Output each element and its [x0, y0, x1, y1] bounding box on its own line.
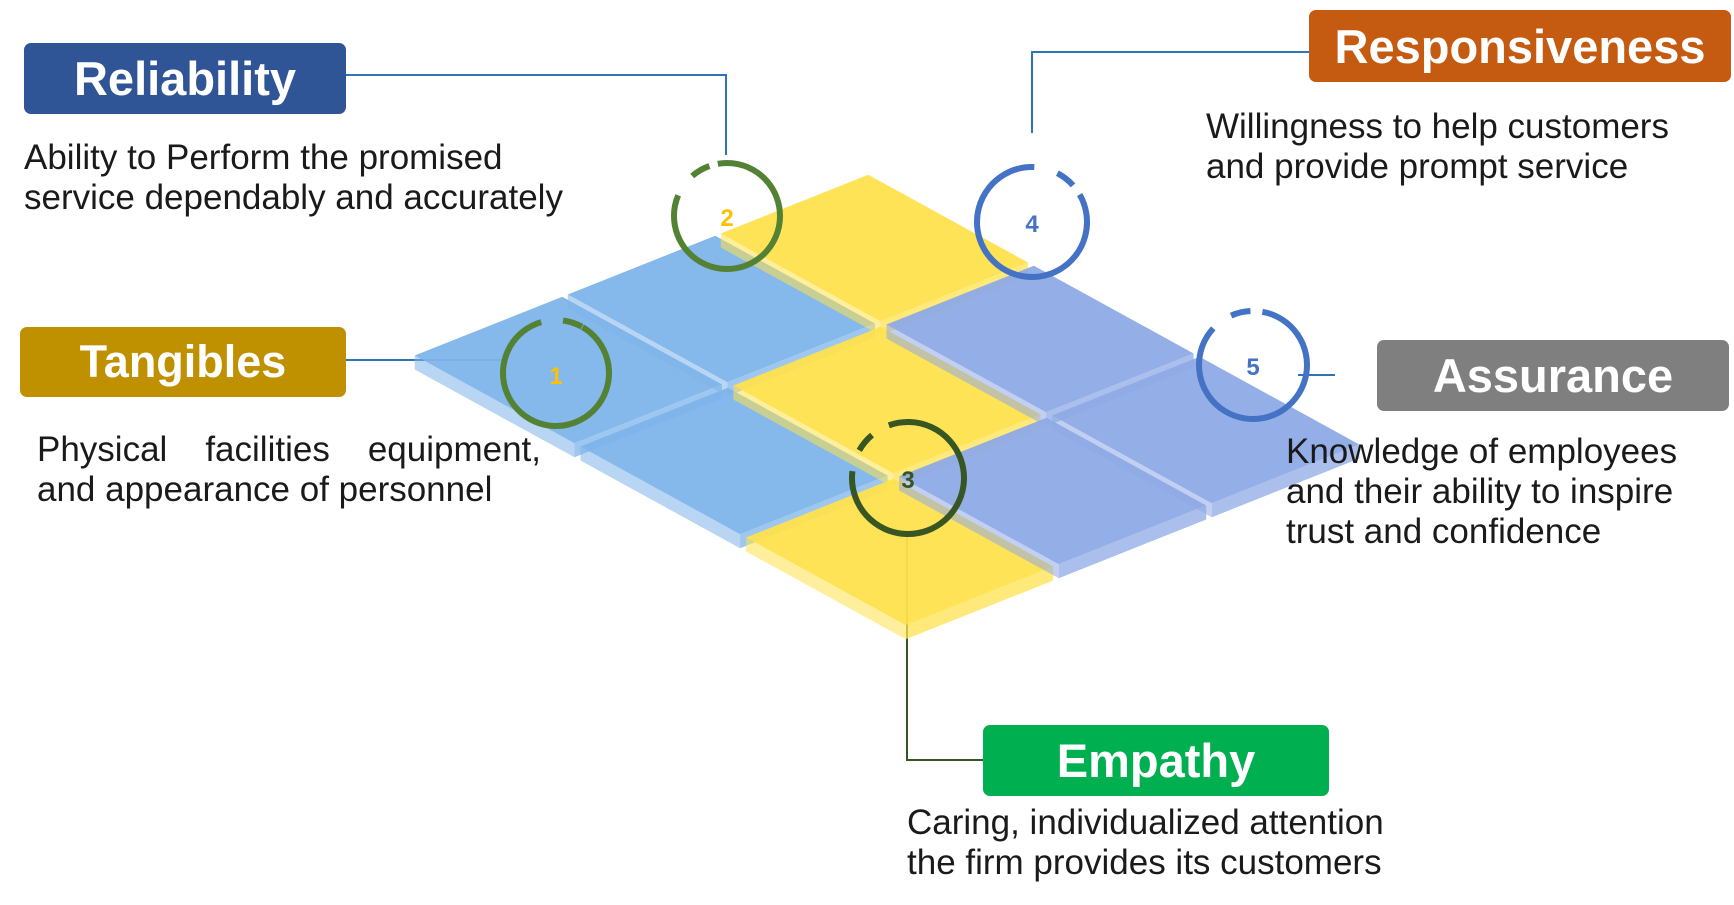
reliability-number: 2: [720, 205, 733, 232]
empathy-number: 3: [901, 467, 914, 494]
tile-side: [1211, 444, 1360, 518]
responsiveness-description-line: Willingness to help customers: [1206, 107, 1669, 146]
tangibles-description-line: Physical facilities equipment,: [37, 430, 541, 469]
tile-side: [899, 476, 1059, 579]
tile: [720, 174, 1028, 322]
assurance-description: Knowledge of employees and their ability…: [1286, 432, 1677, 552]
empathy-ring: 3: [849, 419, 967, 537]
responsiveness-number: 4: [1025, 211, 1039, 238]
tangibles-ring: 1: [500, 317, 612, 429]
tile-side: [886, 324, 1047, 427]
assurance-number: 5: [1246, 354, 1259, 381]
tangibles-description: Physical facilities equipment, and appea…: [37, 430, 541, 510]
assurance-title: Assurance: [1377, 340, 1729, 411]
tangibles-description-line: and appearance of personnel: [37, 470, 493, 509]
assurance-description-line: trust and confidence: [1286, 512, 1602, 551]
reliability-description-line: Ability to Perform the promised: [24, 138, 503, 177]
tile-side: [567, 294, 728, 397]
tile-grid: [414, 174, 1360, 640]
tile-side: [733, 385, 894, 488]
empathy-description: Caring, individualized attention the fir…: [907, 803, 1384, 883]
tile: [746, 478, 1054, 626]
empathy-title: Empathy: [983, 725, 1329, 796]
tile: [580, 387, 888, 535]
tile-side: [414, 355, 575, 458]
tile-side: [580, 446, 741, 549]
tile: [1052, 356, 1360, 504]
tile: [567, 235, 875, 383]
responsiveness-connector: [1031, 51, 1310, 133]
tile-side: [1052, 415, 1212, 518]
tile: [899, 417, 1207, 565]
reliability-description-line: service dependably and accurately: [24, 178, 563, 217]
reliability-connector: [345, 74, 727, 155]
tile-side: [1058, 505, 1207, 579]
tile-side: [905, 566, 1054, 640]
tangibles-title: Tangibles: [20, 327, 346, 397]
tile: [886, 265, 1194, 413]
reliability-title: Reliability: [24, 43, 346, 114]
responsiveness-title: Responsiveness: [1309, 10, 1731, 82]
empathy-description-line: the firm provides its customers: [907, 843, 1382, 882]
responsiveness-description: Willingness to help customers and provid…: [1206, 107, 1669, 187]
tile-side: [746, 537, 906, 640]
reliability-description: Ability to Perform the promised service …: [24, 138, 563, 218]
tangibles-number: 1: [549, 363, 562, 390]
assurance-description-line: Knowledge of employees: [1286, 432, 1678, 471]
assurance-description-line: and their ability to inspire: [1286, 472, 1674, 511]
responsiveness-description-line: and provide prompt service: [1206, 147, 1629, 186]
empathy-description-line: Caring, individualized attention: [907, 803, 1384, 842]
tile: [414, 296, 722, 444]
tile: [733, 326, 1041, 474]
